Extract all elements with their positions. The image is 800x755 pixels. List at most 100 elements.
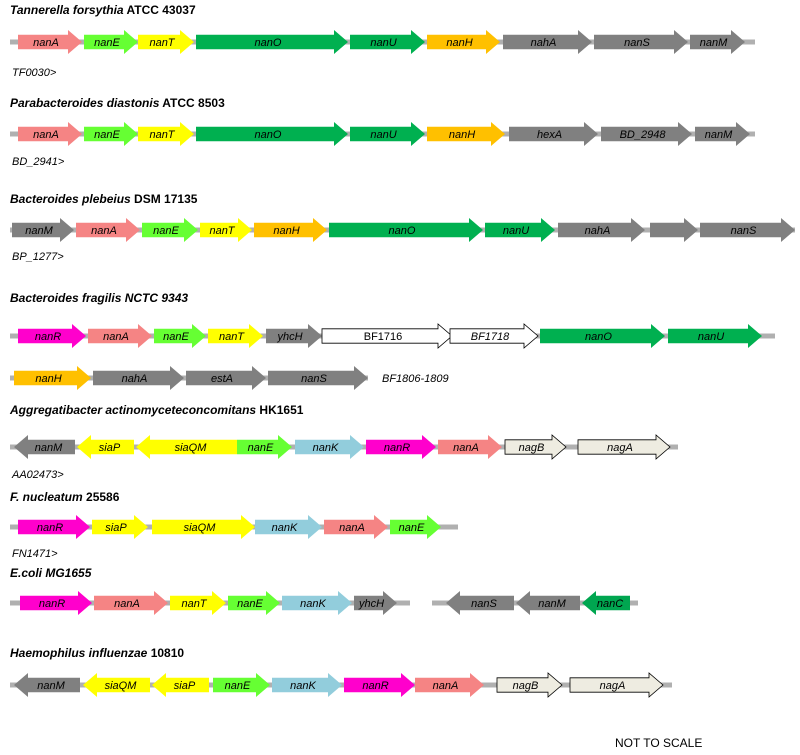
gene-arrow-shape [446,591,514,615]
gene-arrow-shape [213,673,270,697]
gene-arrow: nanR [18,324,86,348]
gene-arrow-shape [690,30,745,54]
gene-label: nanM [705,129,733,141]
gene-label: nanR [35,331,61,343]
gene-arrow-shape [152,515,255,539]
gene-label: siaQM [175,442,208,454]
gene-label: nanO [585,331,612,343]
gene-arrow-shape [18,324,86,348]
gene-label: nanM [35,442,63,454]
gene-label: nanA [33,37,59,49]
locus-note: BP_1277> [12,251,64,263]
gene-label: nanK [272,522,298,534]
gene-label: nanH [449,129,475,141]
gene-label: siaP [105,522,127,534]
gene-arrow: nanK [295,435,364,459]
gene-label: nanM [538,598,566,610]
gene-arrow-shape [516,591,580,615]
locus-note: BF1806-1809 [382,373,449,385]
gene-arrow: yhcH [266,324,322,348]
gene-arrow: nanU [350,30,425,54]
gene-label: nahA [585,225,611,237]
gene-arrow-shape [237,435,292,459]
gene-label: nagB [513,680,539,692]
gene-arrow: nahA [503,30,592,54]
gene-arrow-shape [324,515,388,539]
gene-label: yhcH [358,598,384,610]
gene-arrow: nanA [76,218,140,242]
gene-label: nanA [339,522,365,534]
gene-arrow: nanA [415,673,484,697]
gene-arrow: nanR [344,673,415,697]
organism-title: Bacteroides fragilis NCTC 9343 [10,291,188,305]
gene-arrow: nagB [504,434,567,460]
organism-name: F. nucleatum [10,490,83,504]
gene-arrow: nanE [228,591,280,615]
gene-arrow: nanO [196,122,348,146]
gene-arrow-shape [438,435,502,459]
gene-arrow: nanM [516,591,580,615]
gene-arrow: nanM [695,122,750,146]
gene-label: nanS [471,598,497,610]
gene-arrow: estA [186,366,266,390]
organism-title: Haemophilus influenzae 10810 [10,646,184,660]
gene-arrow-shape [152,673,209,697]
gene-label: nahA [531,37,557,49]
gene-arrow-shape [594,30,688,54]
gene-label: nanA [453,442,479,454]
gene-arrow: nanE [84,122,138,146]
gene-arrow-shape [496,672,563,698]
gene-arrow: siaP [92,515,148,539]
gene-arrow-shape [650,218,698,242]
gene-arrow: siaP [152,673,209,697]
gene-arrow: nagB [496,672,563,698]
gene-arrow: nanO [196,30,348,54]
gene-arrow: nagA [569,672,664,698]
locus-note: AA02473> [11,469,64,481]
organism-title: Parabacteroides diastonis ATCC 8503 [10,96,225,110]
gene-arrow-shape [196,122,348,146]
gene-arrow-shape [569,672,664,698]
gene-arrow-shape [509,122,598,146]
gene-label: nanE [163,331,189,343]
gene-arrow-shape [20,591,92,615]
gene-arrow-shape [18,30,82,54]
gene-arrow-shape [700,218,795,242]
gene-arrow: siaQM [152,515,255,539]
gene-arrow: nanU [485,218,555,242]
gene-arrow: nanC [582,591,630,615]
gene-arrow: nanA [18,30,82,54]
organism-name: Tannerella forsythia [10,3,124,17]
gene-arrow-shape [485,218,555,242]
gene-arrow-shape [84,122,138,146]
gene-label: BF1718 [471,331,510,343]
gene-arrow-shape [77,435,134,459]
organism-title: F. nucleatum 25586 [10,490,120,504]
gene-arrow-shape [427,122,505,146]
gene-label: nanR [37,522,63,534]
gene-arrow-shape [88,324,152,348]
gene-label: nanO [255,37,282,49]
gene-label: nanA [33,129,59,141]
gene-arrow: nanE [213,673,270,697]
gene-label: nanR [362,680,388,692]
gene-arrow-shape [92,515,148,539]
gene-label: yhcH [276,331,302,343]
gene-label: nanE [94,129,120,141]
gene-arrow: nanT [170,591,226,615]
gene-arrow: nanE [154,324,206,348]
gene-label: nanR [384,442,410,454]
locus-note: BD_2941> [12,156,65,168]
gene-arrow-shape [695,122,750,146]
gene-label: nanS [301,373,327,385]
gene-arrow-shape [76,218,140,242]
gene-arrow-shape [295,435,364,459]
gene-arrow: nanM [690,30,745,54]
gene-arrow-shape [329,218,483,242]
gene-label: nanU [370,37,396,49]
gene-arrow-shape [366,435,436,459]
organism-name: Parabacteroides diastonis [10,96,160,110]
gene-label: siaQM [184,522,217,534]
gene-label: siaQM [105,680,138,692]
gene-arrow-shape [601,122,692,146]
